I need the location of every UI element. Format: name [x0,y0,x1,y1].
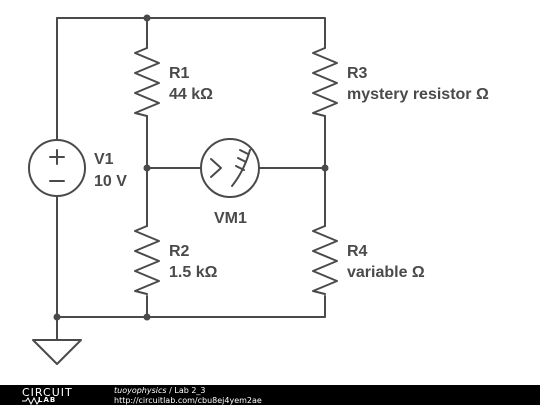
title-separator: / [166,386,175,395]
resistor-r1 [134,47,160,117]
plus-sign [49,149,65,165]
r3-value: mystery resistor Ω [347,86,489,103]
v1-value: 10 V [94,173,127,190]
r2-name: R2 [169,243,190,260]
junction-dot [143,313,151,321]
r4-value: variable Ω [347,264,425,281]
footer-title: tuoyophysics / Lab 2_3 [114,386,206,395]
logo-resistor-icon [22,397,40,405]
voltage-source-v1 [28,139,86,197]
footer-bar [0,385,540,405]
voltmeter-arrow-icon [210,158,222,178]
r3-name: R3 [347,65,368,82]
junction-dot [321,164,329,172]
resistor-r3 [312,47,338,117]
logo-lab-text: LAB [38,396,57,404]
v1-name: V1 [94,151,114,168]
wire-left [56,17,326,318]
junction-dot [143,14,151,22]
wire-top [56,17,326,49]
voltmeter-scale-icon [231,149,251,187]
r2-value: 1.5 kΩ [169,264,218,281]
circuitlab-logo: CIRCUIT [22,386,73,399]
circuit-url[interactable]: http://circuitlab.com/cbu8ej4yem2ae [114,396,262,405]
voltmeter-vm1 [200,138,260,198]
circuit-schematic: R1 44 kΩ R3 mystery resistor Ω V1 10 V V… [28,14,489,365]
junction-dot [53,313,61,321]
r4-name: R4 [347,243,368,260]
circuit-title: Lab 2_3 [174,386,206,395]
vm1-name: VM1 [214,210,247,227]
junction-dot [143,164,151,172]
author-link[interactable]: tuoyophysics [114,386,167,395]
r1-value: 44 kΩ [169,86,213,103]
resistor-r2 [134,225,160,295]
resistor-r4 [312,225,338,295]
ground-symbol [32,339,82,365]
r1-name: R1 [169,65,190,82]
